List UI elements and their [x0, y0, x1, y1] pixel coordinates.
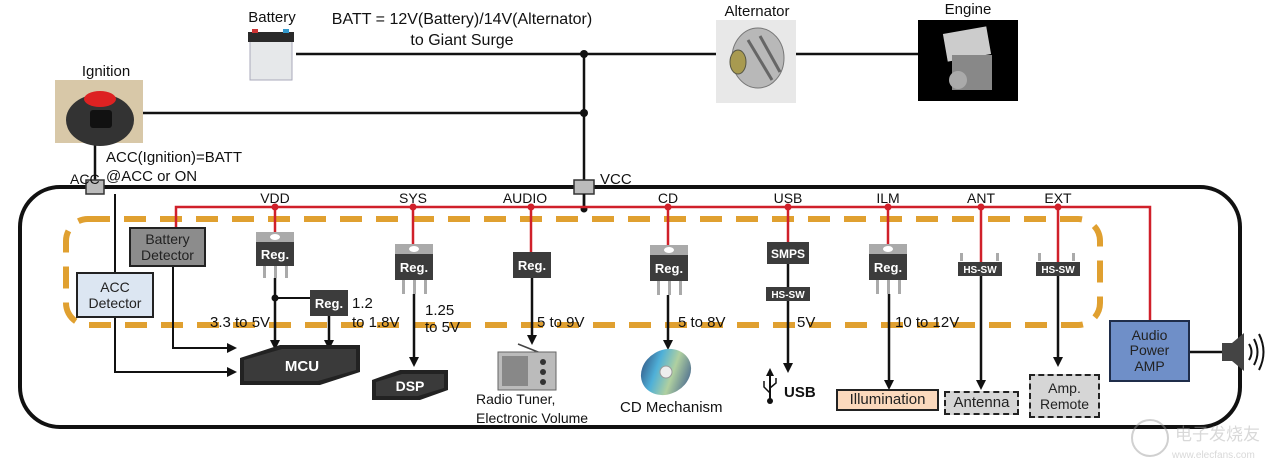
illumination-label: Illumination — [849, 391, 926, 409]
amp-label-2: Power — [1129, 342, 1170, 359]
usb-icon — [763, 368, 777, 404]
alternator-icon — [716, 20, 796, 103]
amp-remote-label-2: Remote — [1039, 396, 1090, 412]
vdd-sub-voltage-2: to 1.8V — [352, 314, 400, 331]
vcc-label: VCC — [600, 171, 632, 188]
sys-voltage-1: 1.25 — [425, 302, 454, 319]
amp-label-3: AMP — [1134, 357, 1165, 374]
audio-regulator: Reg. — [513, 207, 551, 278]
cd-voltage: 5 to 8V — [678, 314, 726, 331]
vdd-sub-voltage-1: 1.2 — [352, 295, 373, 312]
acc-detector-label-1: ACC — [100, 278, 130, 295]
svg-text:电子发烧友: 电子发烧友 — [1175, 425, 1260, 445]
mcu-chip: MCU — [240, 345, 360, 385]
amp-remote-box: Amp. Remote — [1029, 374, 1100, 418]
amp-label-1: Audio — [1131, 326, 1168, 343]
ext-hs-switch: HS-SW — [1036, 207, 1080, 276]
ant-hs-switch: HS-SW — [958, 207, 1002, 276]
battery-detector-label-1: Battery — [145, 230, 190, 247]
cd-label: CD Mechanism — [620, 399, 723, 416]
usb-label: USB — [784, 384, 816, 401]
audio-voltage: 5 to 9V — [537, 314, 585, 331]
usb-voltage: 5V — [797, 314, 815, 331]
sys-voltage-2: to 5V — [425, 319, 460, 336]
cd-icon — [640, 348, 692, 396]
svg-text:Reg.: Reg. — [655, 261, 683, 276]
radio-label-1: Radio Tuner, — [476, 391, 555, 407]
svg-text:Reg.: Reg. — [518, 258, 546, 273]
vdd-voltage: 3.3 to 5V — [210, 314, 270, 331]
acc-note-1: ACC(Ignition)=BATT — [106, 149, 242, 166]
ignition-label: Ignition — [82, 63, 130, 80]
vcc-connector — [573, 179, 595, 195]
battery-icon — [248, 29, 294, 81]
rail-label-usb: USB — [774, 190, 803, 206]
acc-connector — [85, 179, 105, 195]
antenna-box: Antenna — [944, 391, 1019, 415]
alternator-label: Alternator — [724, 3, 789, 20]
acc-label: ACC — [70, 171, 100, 187]
amp-remote-label-1: Amp. — [1048, 379, 1081, 396]
svg-text:Reg.: Reg. — [874, 260, 902, 275]
sys-regulator: Reg. — [395, 207, 433, 294]
batt-note-1: BATT = 12V(Battery)/14V(Alternator) — [332, 11, 592, 28]
dsp-chip: DSP — [372, 370, 448, 400]
battery-detector-box: Battery Detector — [129, 227, 206, 267]
engine-label: Engine — [945, 1, 992, 18]
vdd-sub-regulator: Reg. — [310, 290, 348, 316]
batt-note-2: to Giant Surge — [410, 32, 513, 49]
ilm-regulator: Reg. — [869, 207, 907, 294]
rail-label-ilm: ILM — [876, 190, 899, 206]
battery-detector-label-2: Detector — [141, 247, 194, 263]
illumination-box: Illumination — [836, 389, 939, 411]
battery-label: Battery — [248, 9, 296, 26]
svg-text:Reg.: Reg. — [400, 260, 428, 275]
rail-label-cd: CD — [658, 190, 678, 206]
red-power-rail — [174, 205, 1152, 320]
radio-icon — [497, 343, 557, 391]
rail-label-ant: ANT — [967, 190, 995, 206]
rail-label-vdd: VDD — [260, 190, 290, 206]
antenna-label: Antenna — [953, 394, 1010, 412]
cd-regulator: Reg. — [650, 207, 688, 295]
svg-text:Reg.: Reg. — [261, 247, 289, 262]
acc-note-2: @ACC or ON — [106, 168, 197, 185]
engine-icon — [918, 20, 1018, 101]
radio-label-2: Electronic Volume — [476, 410, 588, 426]
rail-label-ext: EXT — [1044, 190, 1072, 206]
svg-text:HS-SW: HS-SW — [1041, 265, 1075, 276]
svg-text:SMPS: SMPS — [771, 247, 805, 261]
speaker-icon — [1222, 333, 1265, 371]
watermark: 电子发烧友 www.elecfans.com — [1131, 419, 1260, 461]
svg-text:www.elecfans.com: www.elecfans.com — [1171, 450, 1255, 461]
rail-label-audio: AUDIO — [503, 190, 547, 206]
svg-text:HS-SW: HS-SW — [963, 265, 997, 276]
audio-power-amp-box: Audio Power AMP — [1109, 320, 1190, 382]
svg-text:HS-SW: HS-SW — [771, 290, 805, 301]
svg-text:Reg.: Reg. — [315, 296, 343, 311]
power-ic-region — [63, 216, 1103, 328]
acc-detector-label-2: Detector — [88, 295, 142, 311]
vdd-regulator: Reg. — [256, 207, 294, 278]
rail-label-sys: SYS — [399, 190, 427, 206]
ignition-icon — [55, 80, 143, 146]
ilm-voltage: 10 to 12V — [895, 314, 959, 331]
svg-text:MCU: MCU — [285, 358, 319, 375]
acc-detector-box: ACC Detector — [76, 272, 154, 318]
usb-hs-switch: HS-SW — [766, 287, 810, 301]
svg-text:DSP: DSP — [396, 378, 425, 394]
rail-taps: VDD SYS AUDIO CD USB ILM ANT EXT — [260, 190, 1072, 211]
usb-smps: SMPS — [767, 207, 809, 264]
head-unit-enclosure — [18, 185, 1242, 429]
